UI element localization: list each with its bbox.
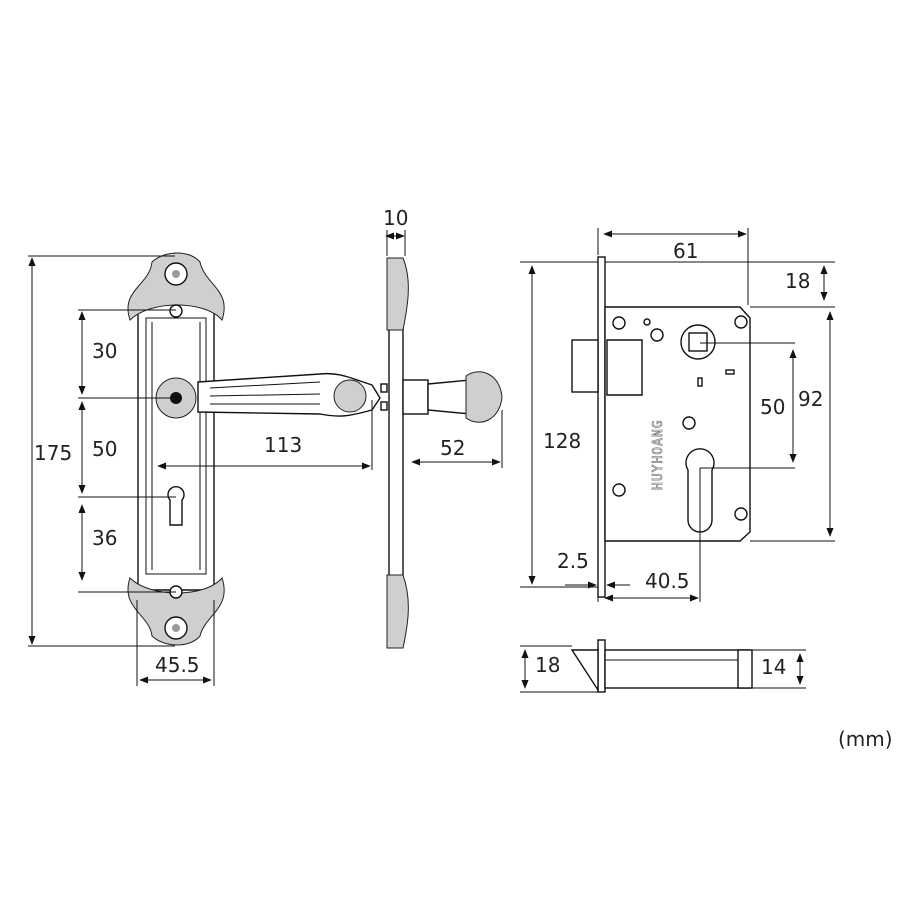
dim-40-5: 40.5 bbox=[645, 569, 690, 593]
dim-92: 92 bbox=[798, 387, 823, 411]
lever-handle bbox=[155, 372, 381, 419]
dim-52: 52 bbox=[440, 436, 465, 460]
screw-icon bbox=[612, 315, 748, 521]
dim-36: 36 bbox=[92, 526, 117, 550]
bottom-ornament bbox=[127, 577, 225, 646]
dim-50-lock: 50 bbox=[760, 395, 785, 419]
top-ornament bbox=[127, 252, 225, 321]
mortise-lock-body: HUYHOANG bbox=[571, 256, 751, 598]
handle-plate-front-view bbox=[127, 252, 381, 646]
unit-label: (mm) bbox=[838, 727, 893, 751]
dim-18-bottom: 18 bbox=[535, 653, 560, 677]
dim-128: 128 bbox=[543, 429, 581, 453]
dimension-lines bbox=[28, 228, 835, 693]
brand-label: HUYHOANG bbox=[651, 419, 666, 490]
dim-30: 30 bbox=[92, 339, 117, 363]
dim-61: 61 bbox=[673, 239, 698, 263]
keyhole bbox=[167, 486, 185, 526]
dim-2-5: 2.5 bbox=[557, 549, 589, 573]
dim-18-top: 18 bbox=[785, 269, 810, 293]
handle-side-view bbox=[380, 257, 503, 649]
dim-14: 14 bbox=[761, 655, 786, 679]
dim-45-5: 45.5 bbox=[155, 653, 200, 677]
dim-175: 175 bbox=[34, 441, 72, 465]
dim-113: 113 bbox=[264, 433, 302, 457]
dim-10: 10 bbox=[383, 206, 408, 230]
dimension-labels: 175 30 50 36 113 45.5 10 52 61 128 18 92… bbox=[34, 206, 893, 751]
dim-50-handle: 50 bbox=[92, 437, 117, 461]
lock-bottom-view bbox=[570, 639, 753, 693]
